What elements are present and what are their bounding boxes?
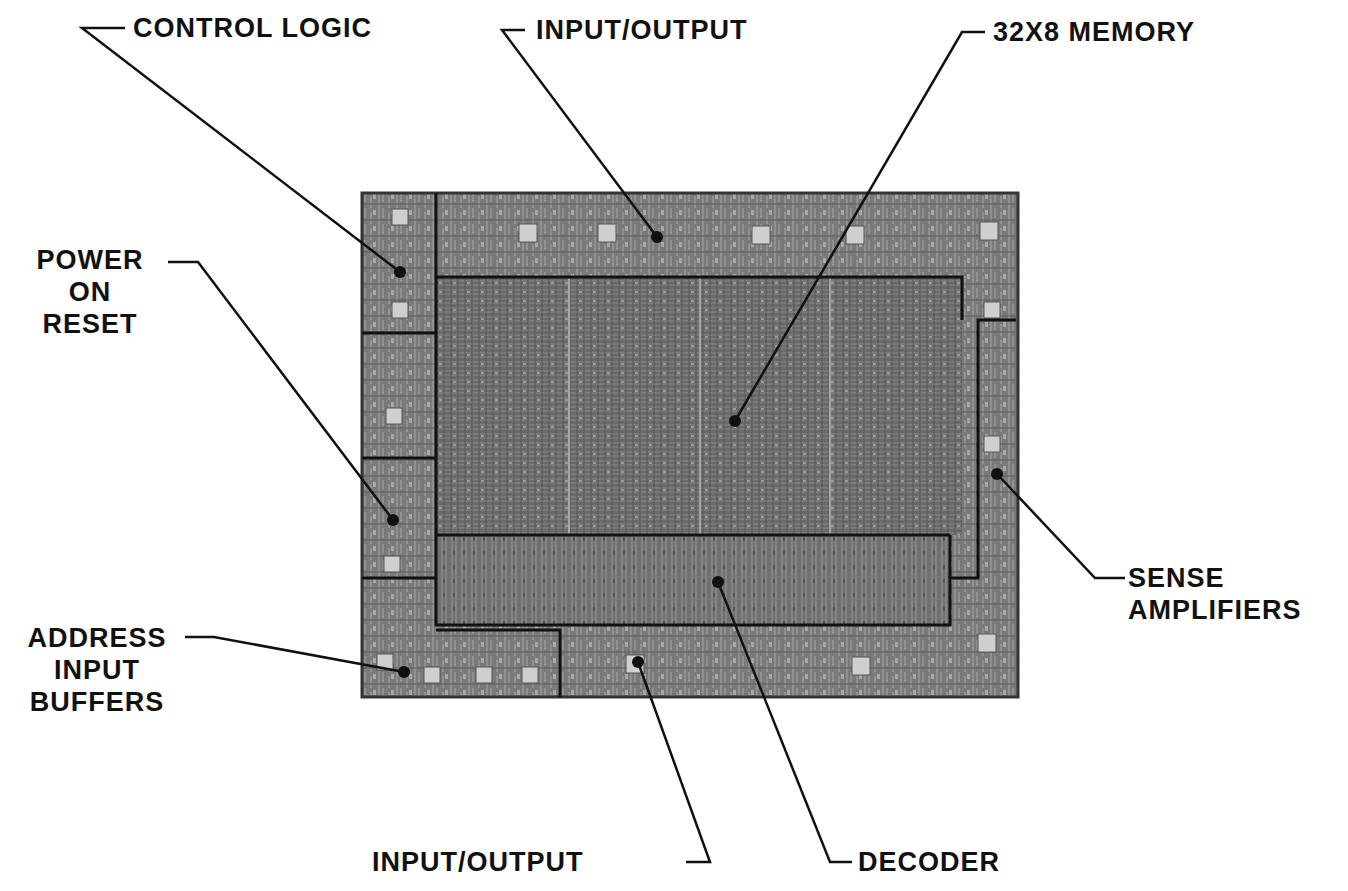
decoder-area bbox=[436, 535, 950, 625]
callout-label: ADDRESS INPUT BUFFERS bbox=[12, 622, 182, 718]
bond-pads bbox=[377, 209, 1000, 683]
memory-array bbox=[436, 277, 962, 535]
callout-label: DECODER bbox=[858, 846, 1058, 878]
array-divider bbox=[569, 277, 830, 535]
callout-label: INPUT/OUTPUT bbox=[372, 846, 682, 878]
leader-lines bbox=[82, 28, 1125, 862]
callout-label: INPUT/OUTPUT bbox=[536, 14, 846, 46]
callout-label: CONTROL LOGIC bbox=[133, 12, 433, 44]
region-outlines bbox=[362, 193, 1016, 697]
die-outline bbox=[362, 193, 1018, 697]
callout-label: SENSE AMPLIFIERS bbox=[1128, 562, 1340, 626]
leader-dots bbox=[387, 231, 1003, 678]
callout-label: 32X8 MEMORY bbox=[993, 16, 1293, 48]
callout-label: POWER ON RESET bbox=[30, 244, 150, 340]
